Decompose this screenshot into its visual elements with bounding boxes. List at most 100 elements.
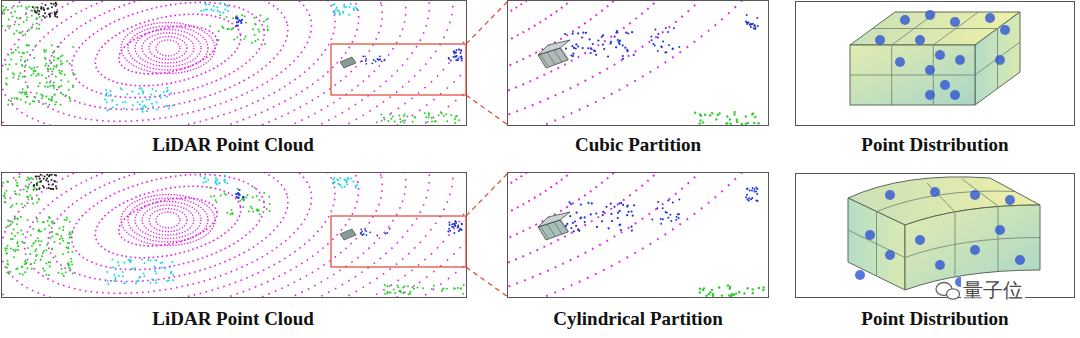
scan-ring [2, 1, 350, 125]
point-marker [3, 195, 5, 197]
point-marker [727, 284, 729, 286]
point-marker [885, 250, 895, 260]
panel-caption: Point Distribution [861, 308, 1008, 330]
point-marker [334, 13, 336, 15]
scan-ring [135, 202, 201, 239]
scan-ring [121, 195, 215, 246]
point-marker [267, 29, 269, 31]
point-marker [36, 17, 38, 19]
scan-ring [2, 173, 453, 297]
point-marker [51, 248, 53, 250]
point-marker [18, 176, 20, 178]
point-marker [5, 7, 7, 9]
point-marker [48, 224, 50, 226]
point-marker [602, 214, 604, 216]
point-marker [51, 100, 53, 102]
point-marker [35, 96, 37, 98]
point-marker [226, 212, 228, 214]
point-marker [360, 232, 362, 234]
point-marker [60, 85, 62, 87]
point-marker [745, 115, 747, 117]
point-marker [52, 183, 54, 185]
cubic-voxel [850, 12, 1020, 105]
point-marker [702, 121, 704, 123]
point-marker [16, 223, 18, 225]
point-marker [618, 43, 620, 45]
point-marker [68, 265, 70, 267]
point-marker [995, 55, 1005, 65]
point-marker [6, 83, 8, 85]
point-marker [60, 63, 62, 65]
point-marker [244, 15, 246, 17]
point-marker [581, 36, 583, 38]
scan-ring [508, 173, 764, 297]
point-marker [67, 263, 69, 265]
point-marker [51, 96, 53, 98]
point-marker [669, 214, 671, 216]
point-marker [113, 280, 115, 282]
point-marker [55, 5, 57, 7]
point-marker [657, 33, 659, 35]
point-marker [17, 232, 19, 234]
lidar-scene [2, 173, 466, 297]
point-marker [672, 202, 674, 204]
point-marker [26, 19, 28, 21]
point-marker [622, 55, 624, 57]
grid-line [554, 222, 562, 234]
point-marker [34, 9, 36, 11]
point-marker [16, 97, 18, 99]
point-marker [7, 54, 9, 56]
point-marker [155, 279, 157, 281]
point-marker [4, 247, 6, 249]
point-marker [431, 117, 433, 119]
point-marker [729, 118, 731, 120]
point-marker [667, 217, 669, 219]
point-marker [107, 95, 109, 97]
point-marker [20, 56, 22, 58]
point-marker [453, 287, 455, 289]
scan-ring [2, 173, 428, 297]
panel-caption: Cubic Partition [575, 134, 701, 156]
point-marker [34, 70, 36, 72]
point-marker [572, 53, 574, 55]
point-marker [34, 262, 36, 264]
point-marker [44, 51, 46, 53]
point-marker [64, 74, 66, 76]
point-marker [460, 288, 462, 290]
point-marker [27, 187, 29, 189]
point-marker [17, 78, 19, 80]
scan-ring [508, 1, 617, 106]
point-marker [57, 58, 59, 60]
point-marker [26, 179, 28, 181]
point-marker [660, 45, 662, 47]
point-marker [33, 57, 35, 59]
point-marker [62, 229, 64, 231]
point-marker [577, 45, 579, 47]
point-marker [575, 47, 577, 49]
point-marker [15, 49, 17, 51]
point-marker [53, 3, 55, 5]
point-marker [453, 232, 455, 234]
point-marker [402, 120, 404, 122]
point-marker [41, 74, 43, 76]
point-marker [141, 259, 143, 261]
point-marker [106, 109, 108, 111]
point-marker [362, 234, 364, 236]
point-marker [205, 181, 207, 183]
point-marker [754, 191, 756, 193]
point-marker [53, 180, 55, 182]
point-marker [970, 190, 980, 200]
zoom-indicator [331, 1, 508, 297]
point-marker [48, 175, 50, 177]
point-marker [152, 106, 154, 108]
point-marker [12, 222, 14, 224]
point-marker [30, 234, 32, 236]
point-marker [657, 36, 659, 38]
point-marker [45, 77, 47, 79]
point-marker [32, 178, 34, 180]
point-marker [51, 71, 53, 73]
point-marker [763, 286, 765, 288]
point-marker [35, 248, 37, 250]
point-marker [748, 200, 750, 202]
point-marker [388, 291, 390, 293]
